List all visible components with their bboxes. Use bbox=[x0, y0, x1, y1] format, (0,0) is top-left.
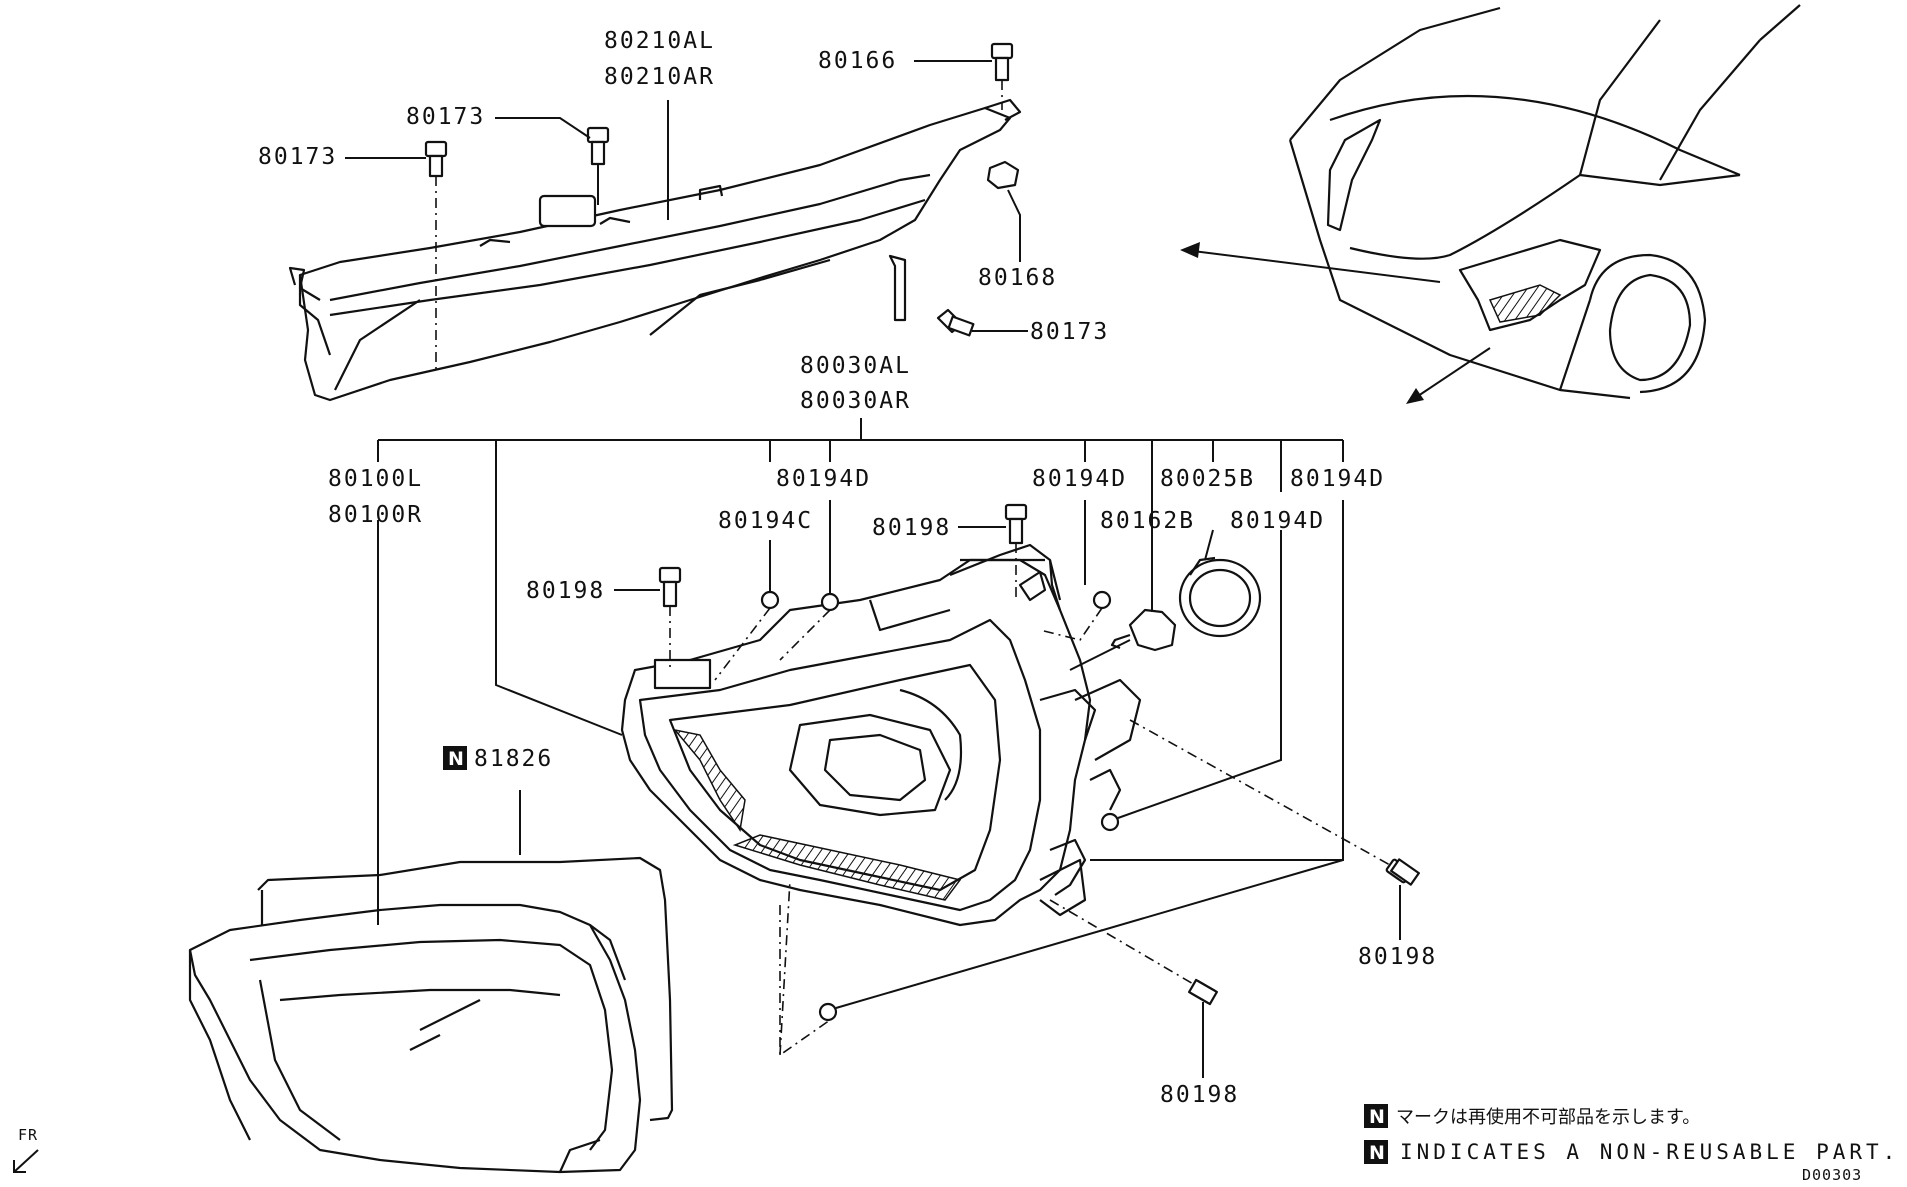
note-jp: マークは再使用不可部品を示します。 bbox=[1396, 1107, 1700, 1128]
label-80025b: 80025B bbox=[1160, 466, 1255, 492]
arrow-head-2-icon bbox=[1406, 388, 1424, 404]
screw-80194d-a-icon[interactable] bbox=[820, 592, 840, 612]
label-80194d-b: 80194D bbox=[1032, 466, 1127, 492]
bolt-80173-left-icon[interactable] bbox=[424, 140, 448, 178]
label-80210al: 80210AL bbox=[604, 28, 715, 54]
front-arrow-icon bbox=[13, 1149, 39, 1173]
leader-80194d-d bbox=[835, 859, 1344, 1009]
label-80173-b: 80173 bbox=[406, 104, 485, 130]
bolt-80198-b-icon[interactable] bbox=[1004, 503, 1028, 545]
leader-dash-extra bbox=[779, 879, 791, 1056]
note-en: INDICATES A NON-REUSABLE PART. bbox=[1400, 1140, 1899, 1164]
label-80100l: 80100L bbox=[328, 466, 423, 492]
orientation-label: FR bbox=[18, 1126, 38, 1144]
lens-80100[interactable] bbox=[188, 903, 642, 1174]
label-80030al: 80030AL bbox=[800, 353, 911, 379]
screw-80194d-c-icon[interactable] bbox=[1100, 812, 1120, 832]
cover-ring-80025b-icon[interactable] bbox=[1178, 556, 1262, 638]
bolt-80198-d-icon[interactable] bbox=[1188, 978, 1218, 1006]
label-80194d-d: 80194D bbox=[1230, 508, 1325, 534]
leader-80162b-b bbox=[1069, 639, 1131, 671]
bolt-80173-right-icon[interactable] bbox=[936, 308, 975, 337]
label-80168: 80168 bbox=[978, 265, 1057, 291]
leader-80168 bbox=[1007, 189, 1021, 262]
leader-80194d-c bbox=[1117, 530, 1282, 819]
label-80030ar: 80030AR bbox=[800, 388, 911, 414]
vehicle-outline bbox=[1288, 4, 1801, 400]
diagram-code: D00303 bbox=[1802, 1166, 1862, 1184]
label-80166: 80166 bbox=[818, 48, 897, 74]
label-81826: 81826 bbox=[474, 746, 553, 772]
bolt-80173-mid-icon[interactable] bbox=[586, 126, 610, 166]
leader-80173-b bbox=[495, 117, 591, 139]
label-80194d-c: 80194D bbox=[1290, 466, 1385, 492]
clip-80168-icon[interactable] bbox=[986, 160, 1020, 190]
svg-text:N: N bbox=[1369, 1106, 1385, 1128]
label-80198-d: 80198 bbox=[1160, 1082, 1239, 1108]
label-80198-b: 80198 bbox=[872, 515, 951, 541]
headlamp-housing[interactable] bbox=[620, 543, 1142, 927]
label-80198-c: 80198 bbox=[1358, 944, 1437, 970]
tree-drop-housing bbox=[495, 440, 623, 736]
label-80173-c: 80173 bbox=[1030, 319, 1109, 345]
leader-80194d-d-top bbox=[1090, 500, 1344, 861]
bolt-80198-a-icon[interactable] bbox=[658, 566, 682, 608]
leader-80025b bbox=[1204, 529, 1214, 561]
arrow-head-1-icon bbox=[1180, 242, 1200, 258]
label-80100r: 80100R bbox=[328, 502, 423, 528]
label-80194d-a: 80194D bbox=[776, 466, 871, 492]
screw-80194c-icon[interactable] bbox=[760, 590, 780, 610]
label-80210ar: 80210AR bbox=[604, 64, 715, 90]
bolt-80198-c-icon[interactable] bbox=[1385, 858, 1420, 886]
screw-80194d-b-icon[interactable] bbox=[1092, 590, 1112, 610]
non-reusable-badge-81826: N bbox=[443, 746, 467, 770]
bolt-80166-icon[interactable] bbox=[990, 42, 1014, 82]
leader-80194d-d-dash bbox=[779, 905, 831, 1057]
label-80198-a: 80198 bbox=[526, 578, 605, 604]
view-arrow-lamp bbox=[1411, 347, 1491, 401]
label-80162b: 80162B bbox=[1100, 508, 1195, 534]
note-jp-badge: N bbox=[1364, 1104, 1388, 1128]
label-80173-a: 80173 bbox=[258, 144, 337, 170]
svg-text:N: N bbox=[1369, 1142, 1385, 1164]
leader-80194d-b-dash bbox=[1039, 607, 1103, 641]
view-arrow-drl bbox=[1184, 249, 1441, 283]
label-80194c: 80194C bbox=[718, 508, 813, 534]
leader-80194c-dash bbox=[714, 607, 771, 681]
note-en-badge: N bbox=[1364, 1140, 1388, 1164]
leader-80198-d-dash bbox=[1049, 899, 1196, 986]
screw-80194d-d-icon[interactable] bbox=[818, 1002, 838, 1022]
leader-80198-c-dash bbox=[1129, 719, 1391, 866]
bulb-80162b-icon[interactable] bbox=[1110, 608, 1177, 652]
svg-text:N: N bbox=[448, 748, 464, 770]
